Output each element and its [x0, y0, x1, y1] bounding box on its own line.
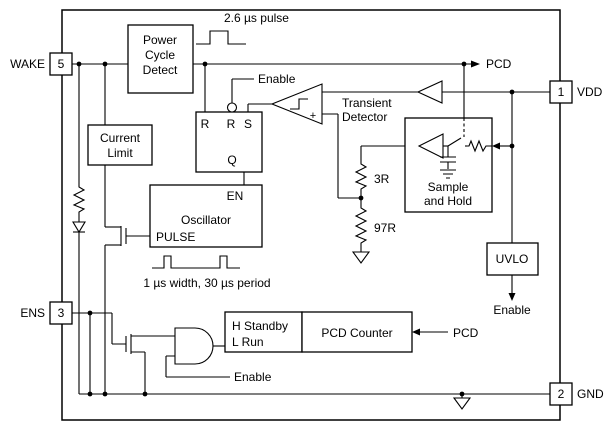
pin-box	[549, 80, 573, 104]
chip-outline	[61, 9, 561, 421]
oscillator-title: Oscillator	[181, 213, 231, 227]
resistor-3r-label: 3R	[374, 172, 390, 186]
resistor-97r-label: 97R	[374, 221, 396, 235]
pcd-block-line3: Detect	[143, 63, 178, 77]
pcd-block-line1: Power	[143, 33, 177, 47]
pin-ens: 3	[49, 301, 73, 325]
earth-ground-icon	[440, 169, 456, 179]
sample-hold-line2: and Hold	[424, 194, 472, 208]
vdd-pin-label: VDD	[577, 85, 603, 99]
sample-hold-internals	[417, 118, 492, 179]
vdd-net	[442, 89, 550, 243]
latch-r2-label: R	[227, 117, 236, 131]
vdd-buffer-symbol	[416, 80, 443, 104]
comparator-plus-label: +	[310, 110, 316, 122]
oscillator-annotation: 1 µs width, 30 µs period	[143, 276, 270, 290]
standby-line1: H Standby	[232, 319, 288, 333]
sample-hold-line1: Sample	[428, 180, 469, 194]
ground-symbol	[452, 397, 472, 410]
junction-dot	[142, 391, 148, 397]
junction-dot	[509, 89, 515, 95]
capacitor-symbol	[440, 146, 456, 169]
oscillator-waveform-icon	[152, 255, 240, 269]
oscillator-block	[149, 184, 263, 248]
pcd-counter-input-net	[412, 328, 448, 336]
sample-input-arrowhead	[492, 142, 500, 150]
enable-uvlo-label: Enable	[493, 303, 531, 317]
switch-symbol	[447, 137, 462, 147]
power-cycle-detect-block	[127, 24, 194, 94]
pin-box	[49, 301, 73, 325]
uvlo-enable-net	[508, 275, 516, 301]
transient-detector-line1: Transient	[342, 96, 392, 110]
latch-input-nets	[204, 64, 272, 185]
pin-box	[549, 382, 573, 406]
standby-line2: L Run	[232, 335, 264, 349]
pcd-block-line2: Cycle	[145, 48, 175, 62]
latch-r1-label: R	[201, 117, 210, 131]
nmos-ens-symbol	[125, 334, 175, 394]
uvlo-label: UVLO	[496, 252, 529, 266]
transient-detector-line2: Detector	[342, 110, 387, 124]
wake-clamp-net	[72, 64, 86, 394]
current-limit-block	[87, 124, 153, 166]
wake-diode-symbol	[72, 221, 86, 234]
pin-box	[49, 52, 73, 76]
wake-resistor-symbol	[72, 185, 86, 215]
pin-number: 2	[558, 387, 565, 401]
pin-number: 1	[558, 85, 565, 99]
divider-net	[351, 145, 419, 264]
resistor-3r-symbol	[354, 162, 368, 192]
pcd-right-label: PCD	[453, 326, 479, 340]
enable-arrowhead	[508, 293, 516, 301]
oscillator-en-label: EN	[227, 189, 244, 203]
comparator-input-nets	[322, 91, 418, 199]
pcd-top-label: PCD	[486, 57, 512, 71]
junction-dot	[358, 195, 364, 201]
and-gate-symbol	[174, 327, 214, 365]
latch-block	[195, 111, 263, 173]
current-limit-line2: Limit	[107, 146, 133, 160]
gnd-pin-label: GND	[577, 387, 604, 401]
enable-latch-label: Enable	[258, 72, 296, 86]
pin-number: 5	[58, 57, 65, 71]
comparator-symbol	[270, 83, 323, 125]
pcd-counter-block	[301, 311, 413, 353]
and-gate-nets	[165, 345, 230, 378]
oscillator-pulse-label: PULSE	[156, 230, 195, 244]
pcd-counter-title: PCD Counter	[321, 326, 392, 340]
hysteresis-icon	[290, 98, 308, 110]
nmos-pulse-symbol	[105, 226, 150, 246]
sample-resistor-symbol	[467, 139, 492, 153]
junction-dot	[102, 391, 108, 397]
pulse-annotation-label: 2.6 µs pulse	[224, 11, 289, 25]
enable-and-label: Enable	[234, 370, 272, 384]
ens-pin-label: ENS	[20, 306, 45, 320]
pin-number: 3	[58, 306, 65, 320]
junction-dot	[87, 391, 93, 397]
current-limit-line1: Current	[100, 131, 141, 145]
uvlo-block	[486, 242, 539, 276]
latch-s-label: S	[244, 117, 252, 131]
pin-vdd: 1	[549, 80, 573, 104]
pin-wake: 5	[49, 52, 73, 76]
pulse-waveform-icon	[196, 30, 246, 45]
ground-rail-net	[79, 391, 550, 410]
junction-dot	[509, 143, 515, 149]
resistor-97r-symbol	[354, 206, 368, 246]
latch-q-label: Q	[227, 153, 236, 167]
pcd-counter-arrowhead	[412, 328, 420, 336]
ground-symbol	[351, 251, 371, 264]
pcd-arrowhead	[471, 60, 480, 68]
wake-pin-label: WAKE	[10, 57, 45, 71]
pin-gnd: 2	[549, 382, 573, 406]
inverter-bubble-icon	[226, 102, 238, 113]
ens-net	[72, 310, 126, 394]
